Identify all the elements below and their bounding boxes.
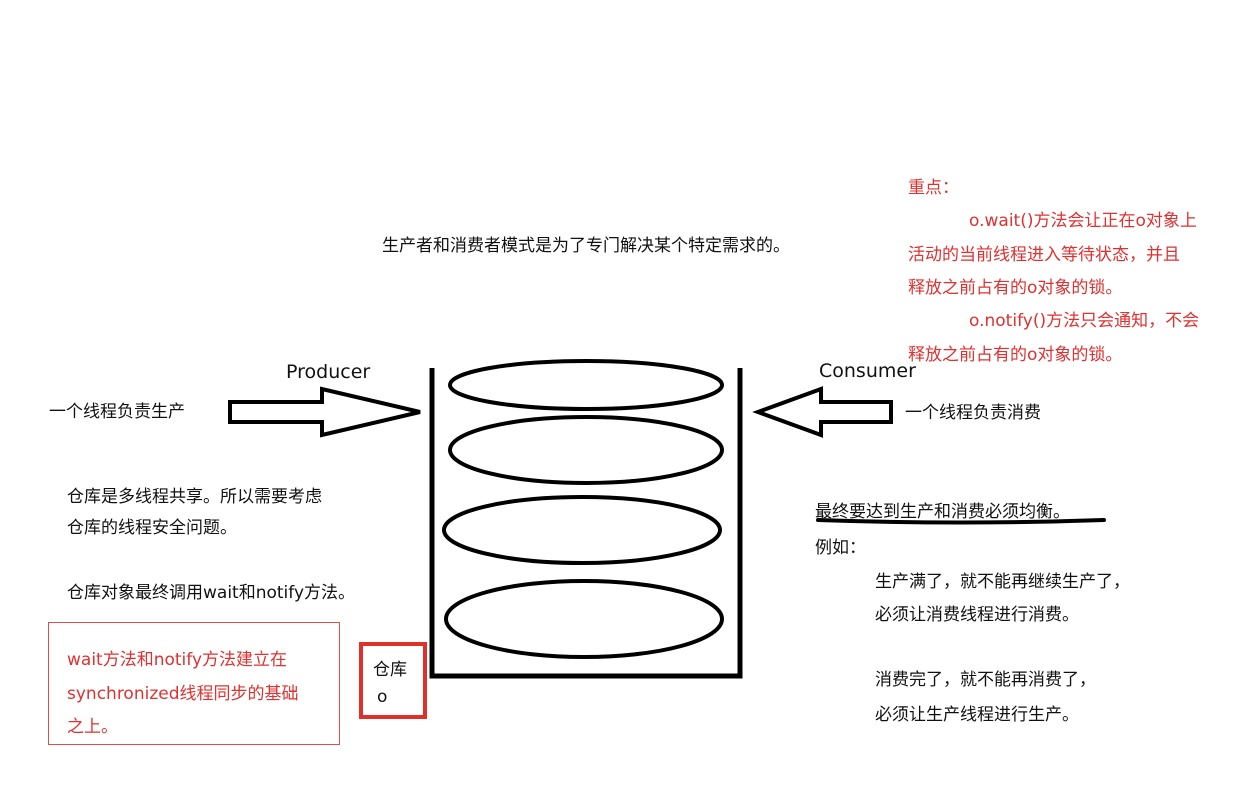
product-ellipse-4 xyxy=(444,579,724,659)
warehouse-shared-note-line-2: 仓库的线程安全问题。 xyxy=(67,518,237,538)
key-point-line: 释放之前占有的o对象的锁。 xyxy=(908,278,1123,298)
warehouse-object-label: o xyxy=(377,687,388,707)
producer-description: 一个线程负责生产 xyxy=(49,402,185,422)
product-ellipse-3 xyxy=(442,495,722,565)
consumer-arrow xyxy=(752,386,893,438)
warehouse-container xyxy=(429,368,743,679)
consumer-label: Consumer xyxy=(819,360,916,382)
warehouse-methods-note: 仓库对象最终调用wait和notify方法。 xyxy=(67,583,356,603)
key-point-line: o.wait()方法会让正在o对象上 xyxy=(969,211,1197,231)
example-empty-line-2: 必须让生产线程进行生产。 xyxy=(875,705,1079,725)
balance-statement: 最终要达到生产和消费必须均衡。 xyxy=(815,502,1070,522)
sync-note-line-1: wait方法和notify方法建立在 xyxy=(67,650,288,670)
key-point-line: 释放之前占有的o对象的锁。 xyxy=(908,345,1123,365)
balance-underline xyxy=(816,518,1106,525)
sync-note-box xyxy=(48,622,340,745)
warehouse-label-box xyxy=(359,642,427,719)
example-full-line-1: 生产满了，就不能再继续生产了， xyxy=(875,572,1130,592)
example-full-line-2: 必须让消费线程进行消费。 xyxy=(875,605,1079,625)
product-ellipse-2 xyxy=(448,415,724,485)
producer-arrow xyxy=(228,386,421,438)
example-empty-line-1: 消费完了，就不能再消费了， xyxy=(875,670,1096,690)
sync-note-line-2: synchronized线程同步的基础 xyxy=(67,684,299,704)
key-point-line: o.notify()方法只会通知，不会 xyxy=(969,311,1200,331)
producer-label: Producer xyxy=(286,361,371,383)
example-heading: 例如： xyxy=(815,538,866,558)
product-ellipse-1 xyxy=(448,359,724,411)
consumer-description: 一个线程负责消费 xyxy=(905,403,1041,423)
warehouse-shared-note-line-1: 仓库是多线程共享。所以需要考虑 xyxy=(67,487,322,507)
key-point-line: 活动的当前线程进入等待状态，并且 xyxy=(908,245,1180,265)
warehouse-label: 仓库 xyxy=(373,660,407,680)
diagram-title: 生产者和消费者模式是为了专门解决某个特定需求的。 xyxy=(382,236,790,256)
sync-note-line-3: 之上。 xyxy=(67,717,118,737)
key-points-heading: 重点： xyxy=(908,178,959,198)
